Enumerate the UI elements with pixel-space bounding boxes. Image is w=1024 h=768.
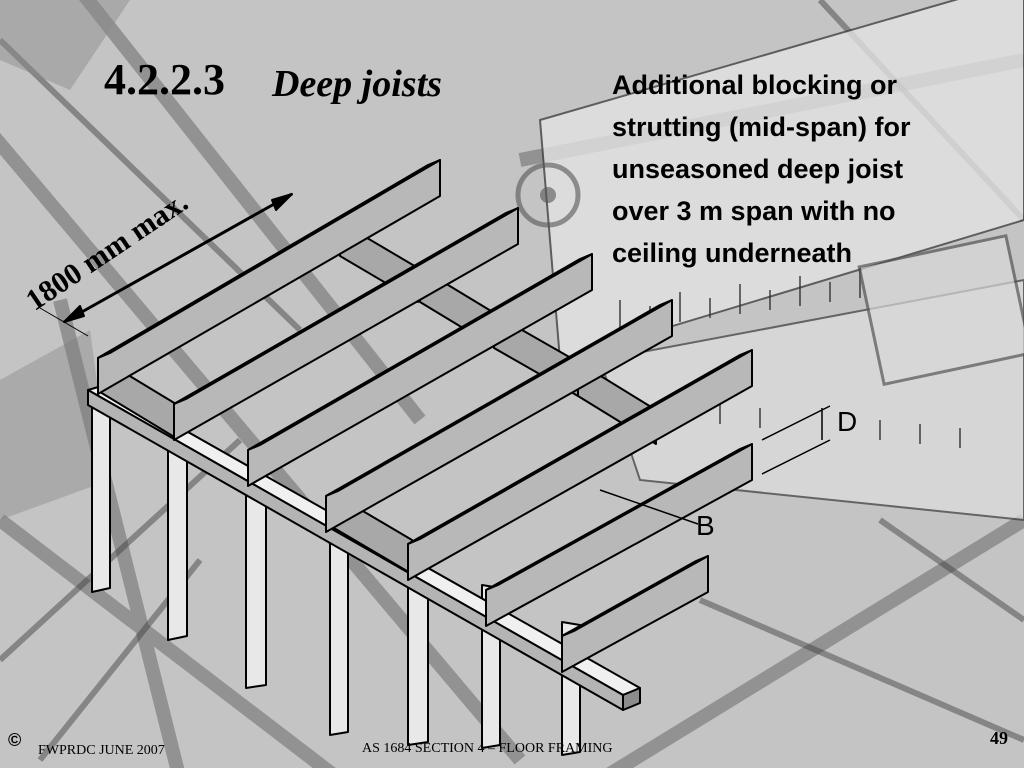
section-title: Deep joists bbox=[272, 63, 442, 105]
breadth-label: B bbox=[696, 510, 715, 541]
blocking-note: Additional blocking or strutting (mid-sp… bbox=[612, 70, 911, 268]
footer-left: FWPRDC JUNE 2007 bbox=[38, 743, 165, 758]
copyright-symbol: © bbox=[8, 730, 22, 750]
section-number: 4.2.2.3 bbox=[104, 55, 225, 104]
depth-label: D bbox=[837, 406, 858, 437]
footer-center: AS 1684 SECTION 4 – FLOOR FRAMING bbox=[362, 741, 613, 756]
page-number: 49 bbox=[990, 728, 1008, 748]
